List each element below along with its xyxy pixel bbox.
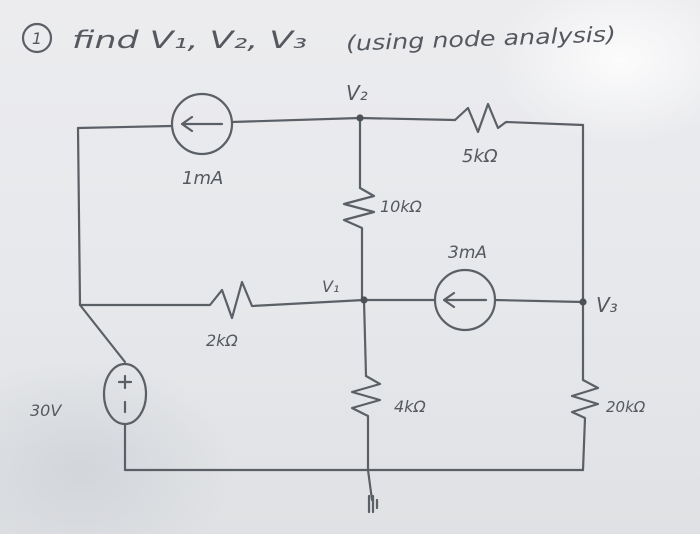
plus-icon	[117, 374, 133, 390]
problem-number: 1	[32, 29, 42, 48]
wire-center-lower	[362, 298, 368, 378]
wire-ground	[366, 468, 374, 502]
arrow-left-icon	[180, 115, 224, 133]
label-5k: 5kΩ	[462, 146, 498, 167]
current-source-3ma	[433, 268, 497, 332]
problem-title: find V₁, V₂, V₃	[72, 26, 307, 54]
current-source-1ma	[170, 92, 234, 156]
label-v3: V₃	[596, 293, 618, 317]
voltage-source-30v	[102, 362, 148, 426]
label-2k: 2kΩ	[206, 331, 238, 350]
label-20k: 20kΩ	[606, 398, 646, 416]
wire-top-left	[76, 116, 362, 130]
resistor-10k	[342, 186, 376, 302]
resistor-2k	[78, 280, 366, 320]
label-v1: V₁	[322, 277, 339, 296]
label-10k: 10kΩ	[380, 197, 423, 216]
arrow-left-icon	[442, 291, 488, 309]
resistor-5k	[453, 102, 585, 134]
ground-icon	[367, 494, 379, 514]
wire-middle-right	[362, 298, 585, 304]
resistor-4k	[350, 374, 382, 472]
problem-number-badge: 1	[21, 22, 53, 54]
label-v2: V₂	[346, 81, 368, 105]
label-4k: 4kΩ	[394, 397, 426, 416]
wire-top-right	[358, 116, 457, 122]
wire-left-upper	[76, 126, 127, 364]
label-3ma: 3mA	[448, 243, 487, 263]
problem-method: (using node analysis)	[346, 22, 617, 55]
node-v1-dot	[360, 296, 368, 304]
label-30v: 30V	[30, 401, 62, 420]
node-v3-dot	[579, 298, 587, 306]
node-v2-dot	[356, 114, 364, 122]
resistor-20k	[570, 378, 600, 472]
label-1ma: 1mA	[182, 168, 223, 189]
